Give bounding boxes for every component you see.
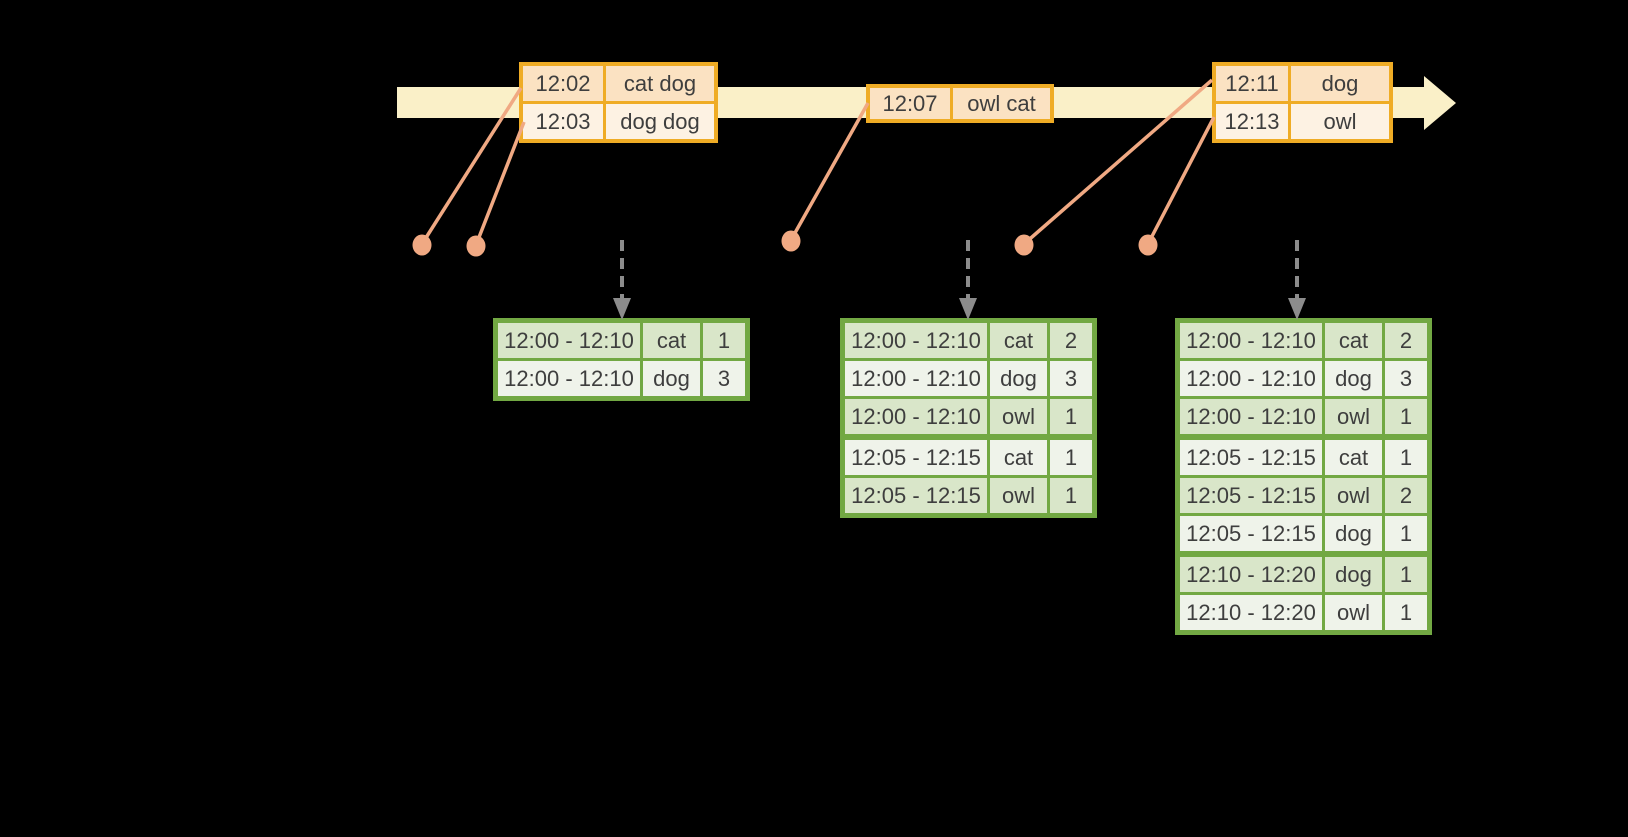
word-cell: cat: [1325, 323, 1382, 358]
word-cell: owl: [990, 399, 1047, 434]
count-cell: 1: [1385, 595, 1427, 630]
event-leader-line: [789, 102, 870, 241]
count-cell: 2: [1385, 478, 1427, 513]
event-leader-line: [1146, 116, 1216, 245]
window-cell: 12:05 - 12:15: [845, 440, 987, 475]
count-cell: 1: [1385, 557, 1427, 592]
word-cell: cat: [990, 440, 1047, 475]
word-cell: owl: [1325, 478, 1382, 513]
window-cell: 12:00 - 12:10: [1180, 399, 1322, 434]
event-time-cell: 12:02: [523, 66, 603, 101]
word-cell: dog: [643, 361, 700, 396]
trigger-arrowhead-icon: [1288, 298, 1306, 320]
word-cell: cat: [1325, 440, 1382, 475]
event-time-cell: 12:07: [870, 88, 950, 119]
word-cell: dog: [990, 361, 1047, 396]
window-cell: 12:05 - 12:15: [1180, 440, 1322, 475]
count-cell: 3: [1050, 361, 1092, 396]
timeline-arrow-head: [1424, 76, 1456, 130]
count-cell: 1: [1385, 440, 1427, 475]
window-cell: 12:00 - 12:10: [845, 361, 987, 396]
event-words-cell: owl cat: [953, 88, 1050, 119]
count-cell: 1: [1050, 399, 1092, 434]
word-cell: owl: [990, 478, 1047, 513]
event-time-cell: 12:11: [1216, 66, 1288, 101]
word-cell: dog: [1325, 557, 1382, 592]
trigger-arrowhead-icon: [959, 298, 977, 320]
event-dot: [781, 230, 801, 252]
count-cell: 3: [703, 361, 745, 396]
count-cell: 1: [1050, 440, 1092, 475]
event-dot: [466, 235, 486, 257]
event-leader-line: [474, 121, 526, 246]
event-words-cell: cat dog: [606, 66, 714, 101]
window-cell: 12:00 - 12:10: [1180, 323, 1322, 358]
word-cell: dog: [1325, 361, 1382, 396]
window-cell: 12:00 - 12:10: [498, 323, 640, 358]
window-cell: 12:00 - 12:10: [498, 361, 640, 396]
trigger-arrowhead-icon: [613, 298, 631, 320]
count-cell: 2: [1385, 323, 1427, 358]
event-words-cell: owl: [1291, 104, 1389, 139]
count-cell: 1: [1385, 399, 1427, 434]
word-cell: dog: [1325, 516, 1382, 551]
event-dot: [1014, 234, 1034, 256]
word-cell: cat: [990, 323, 1047, 358]
event-time-cell: 12:03: [523, 104, 603, 139]
count-cell: 1: [1385, 516, 1427, 551]
event-time-cell: 12:13: [1216, 104, 1288, 139]
word-cell: cat: [643, 323, 700, 358]
event-dot: [412, 234, 432, 256]
event-words-cell: dog: [1291, 66, 1389, 101]
count-cell: 1: [1050, 478, 1092, 513]
window-cell: 12:10 - 12:20: [1180, 557, 1322, 592]
window-cell: 12:10 - 12:20: [1180, 595, 1322, 630]
window-cell: 12:00 - 12:10: [845, 399, 987, 434]
window-cell: 12:05 - 12:15: [1180, 516, 1322, 551]
count-cell: 1: [703, 323, 745, 358]
count-cell: 2: [1050, 323, 1092, 358]
event-words-cell: dog dog: [606, 104, 714, 139]
window-cell: 12:00 - 12:10: [845, 323, 987, 358]
count-cell: 3: [1385, 361, 1427, 396]
word-cell: owl: [1325, 595, 1382, 630]
window-cell: 12:00 - 12:10: [1180, 361, 1322, 396]
word-cell: owl: [1325, 399, 1382, 434]
event-dot: [1138, 234, 1158, 256]
window-cell: 12:05 - 12:15: [845, 478, 987, 513]
window-cell: 12:05 - 12:15: [1180, 478, 1322, 513]
